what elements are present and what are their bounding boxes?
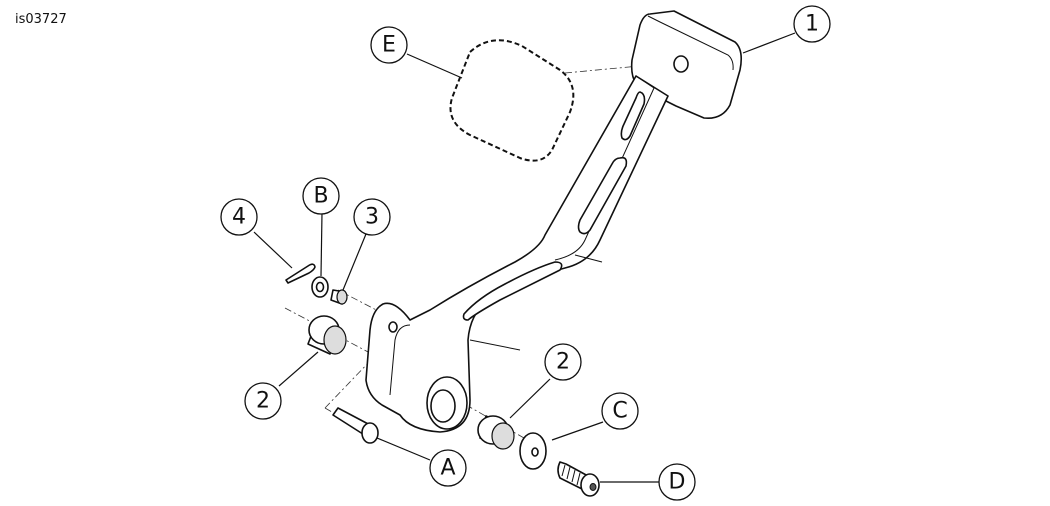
lever-slot-upper <box>620 91 646 141</box>
callout-1: 1 <box>793 5 831 43</box>
callout-4-label: 4 <box>232 205 246 230</box>
callout-a-label: A <box>440 456 455 481</box>
bushing-right <box>477 415 515 450</box>
brake-pedal-lever <box>365 75 669 433</box>
washer-c <box>519 432 547 470</box>
callout-c-label: C <box>612 399 627 424</box>
bushing-left <box>307 315 347 355</box>
callout-2-right: 2 <box>544 343 582 381</box>
callout-1-label: 1 <box>805 12 819 37</box>
callout-b-label: B <box>313 184 328 209</box>
figure-id: is03727 <box>15 12 67 27</box>
screw-d <box>557 461 600 497</box>
callout-2-left-label: 2 <box>256 389 270 414</box>
clevis-pin-a <box>332 407 379 444</box>
callout-b: B <box>302 177 340 215</box>
callout-2-right-label: 2 <box>556 350 570 375</box>
callout-4: 4 <box>220 198 258 236</box>
spacer-3 <box>330 289 348 305</box>
clevis-hole <box>388 321 398 333</box>
footpad-mount-hole <box>673 55 689 73</box>
callout-c: C <box>601 392 639 430</box>
callout-d: D <box>658 463 696 501</box>
callout-2-left: 2 <box>244 382 282 420</box>
callout-e-label: E <box>382 33 396 58</box>
callout-a: A <box>429 449 467 487</box>
leader-lines <box>253 32 796 483</box>
callout-d-label: D <box>669 470 686 495</box>
optional-footpad-outline <box>449 39 575 162</box>
callout-3: 3 <box>353 198 391 236</box>
callout-3-label: 3 <box>365 205 379 230</box>
callout-e: E <box>370 26 408 64</box>
pivot-bore <box>430 389 456 423</box>
washer-b <box>311 276 329 298</box>
cotter-pin <box>285 263 316 284</box>
lever-slot-lower <box>462 261 563 321</box>
lever-slot-middle <box>577 156 628 235</box>
